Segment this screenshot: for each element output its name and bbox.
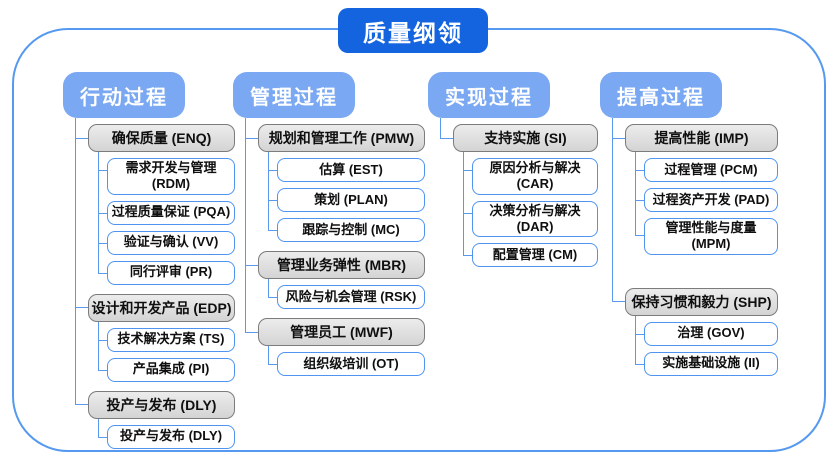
column-header-action: 行动过程 — [63, 72, 185, 118]
node-dly: 投产与发布 (DLY) — [88, 390, 235, 419]
node-cm: 配置管理 (CM) — [472, 243, 598, 267]
node-gov: 治理 (GOV) — [644, 321, 778, 346]
node-enq: 确保质量 (ENQ) — [88, 124, 235, 152]
node-shp: 保持习惯和毅力 (SHP) — [625, 287, 778, 316]
column-improvement-process: 提高过程 提高性能 (IMP) 过程管理 (PCM) 过程资产开发 (PAD) … — [600, 72, 778, 376]
node-plan: 策划 (PLAN) — [277, 188, 425, 212]
node-car: 原因分析与解决 (CAR) — [472, 158, 598, 195]
node-rsk: 风险与机会管理 (RSK) — [277, 285, 425, 309]
node-pad: 过程资产开发 (PAD) — [644, 188, 778, 212]
node-est: 估算 (EST) — [277, 158, 425, 182]
node-vv: 验证与确认 (VV) — [107, 230, 235, 255]
column-header-management: 管理过程 — [233, 72, 355, 118]
node-ot: 组织级培训 (OT) — [277, 352, 425, 376]
node-pr: 同行评审 (PR) — [107, 260, 235, 285]
node-pcm: 过程管理 (PCM) — [644, 158, 778, 182]
node-dar: 决策分析与解决 (DAR) — [472, 200, 598, 237]
node-ts: 技术解决方案 (TS) — [107, 327, 235, 352]
node-imp: 提高性能 (IMP) — [625, 124, 778, 152]
node-edp: 设计和开发产品 (EDP) — [88, 293, 235, 322]
node-pi: 产品集成 (PI) — [107, 357, 235, 382]
node-pqa: 过程质量保证 (PQA) — [107, 200, 235, 225]
node-si: 支持实施 (SI) — [453, 124, 598, 152]
node-dly-sub: 投产与发布 (DLY) — [107, 424, 235, 449]
column-management-process: 管理过程 规划和管理工作 (PMW) 估算 (EST) 策划 (PLAN) 跟踪… — [233, 72, 425, 376]
node-rdm: 需求开发与管理 (RDM) — [107, 158, 235, 195]
node-mpm: 管理性能与度量 (MPM) — [644, 218, 778, 255]
column-header-implementation: 实现过程 — [428, 72, 550, 118]
node-mbr: 管理业务弹性 (MBR) — [258, 251, 425, 279]
node-mc: 跟踪与控制 (MC) — [277, 218, 425, 242]
column-implementation-process: 实现过程 支持实施 (SI) 原因分析与解决 (CAR) 决策分析与解决 (DA… — [428, 72, 598, 267]
node-pmw: 规划和管理工作 (PMW) — [258, 124, 425, 152]
column-action-process: 行动过程 确保质量 (ENQ) 需求开发与管理 (RDM) 过程质量保证 (PQ… — [63, 72, 235, 449]
column-header-improvement: 提高过程 — [600, 72, 722, 118]
diagram-title: 质量纲领 — [338, 8, 488, 53]
node-ii: 实施基础设施 (II) — [644, 351, 778, 376]
node-mwf: 管理员工 (MWF) — [258, 318, 425, 346]
